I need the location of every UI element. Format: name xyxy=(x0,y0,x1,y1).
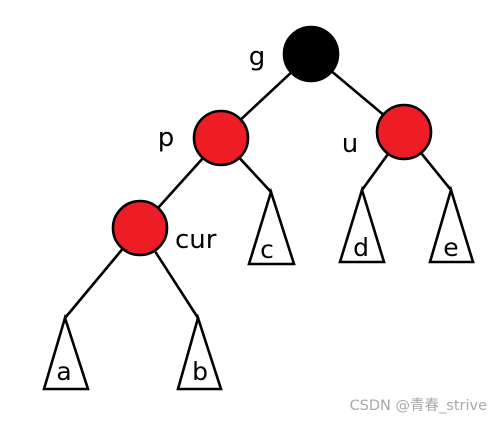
node-p-circle xyxy=(192,109,250,167)
subtrees: a b c d e xyxy=(42,185,475,391)
node-u-label: u xyxy=(342,129,358,159)
node-p-label: p xyxy=(158,123,175,153)
subtree-c-triangle xyxy=(247,187,296,266)
edge-p-c xyxy=(238,156,273,194)
nodes xyxy=(111,25,433,257)
edge-cur-a xyxy=(63,247,125,320)
edge-g-p xyxy=(239,71,293,121)
edge-cur-b xyxy=(153,249,200,320)
subtree-c-label: c xyxy=(260,235,274,264)
edge-u-e xyxy=(419,151,453,192)
node-u-circle xyxy=(375,103,433,161)
subtree-d-label: d xyxy=(353,233,369,262)
subtree-e-triangle xyxy=(428,185,475,264)
edges xyxy=(63,70,453,320)
node-g-circle xyxy=(282,25,340,83)
node-labels: g p u cur xyxy=(158,42,359,255)
node-cur-circle xyxy=(111,199,169,257)
edge-u-d xyxy=(360,152,390,192)
edge-g-u xyxy=(330,70,385,116)
watermark-text: CSDN @青春_strive xyxy=(350,397,488,414)
subtree-e-label: e xyxy=(443,233,458,262)
subtree-a-label: a xyxy=(56,357,71,386)
node-cur-label: cur xyxy=(175,225,217,255)
subtree-b-triangle xyxy=(176,313,223,391)
subtree-d-triangle xyxy=(338,185,386,264)
subtree-a-triangle xyxy=(42,313,90,391)
node-g-label: g xyxy=(249,42,266,72)
subtree-b-label: b xyxy=(192,357,208,386)
edge-p-cur xyxy=(156,156,205,210)
